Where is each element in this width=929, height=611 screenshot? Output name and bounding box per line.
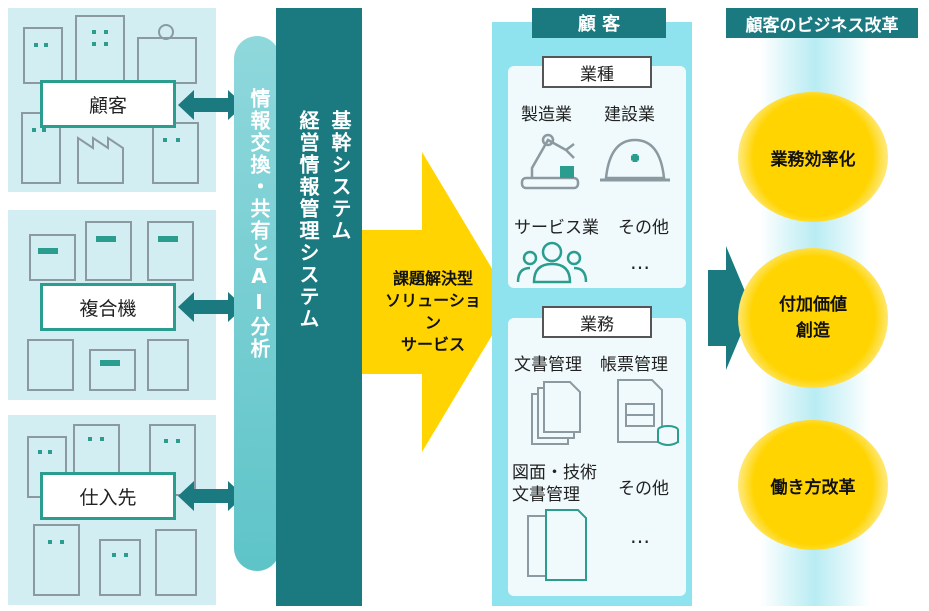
business-other: その他 [618,479,669,499]
core-system-text: 基幹システム [328,110,352,242]
business-more: … [630,524,650,548]
building-icons-supplier [27,424,197,596]
supplier-label: 仕入先 [40,472,176,520]
hard-hat-icon [600,138,670,182]
core-system-band [276,8,362,606]
mfp-label: 複合機 [40,283,176,331]
business-title: 業務 [542,306,652,338]
solution-arrow-label: 課題解決型 ソリューション サービス [385,269,481,354]
mfp-icons [27,221,194,391]
industry-service: サービス業 [514,218,599,238]
business-drawing-mgmt: 図面・技術 文書管理 [512,463,597,505]
outcome-efficiency: 業務効率化 [738,92,888,222]
transform-header: 顧客のビジネス改革 [726,8,918,38]
double-arrow-mfp [178,292,244,322]
info-share-band [234,36,280,571]
drawings-icon [527,509,587,581]
business-form-mgmt: 帳票管理 [600,355,668,375]
outcome-value-creation: 付加価値 創造 [738,248,888,388]
form-database-icon [617,379,679,446]
documents-icon [531,381,581,445]
industry-manufacturing: 製造業 [521,105,572,125]
robot-arm-icon [520,133,580,190]
double-arrow-customer [178,90,244,120]
solution-arrow [362,152,512,452]
industry-more: … [630,250,650,274]
industry-other: その他 [618,218,669,238]
customer-label: 顧客 [40,80,176,128]
double-arrow-supplier [178,481,244,511]
people-icon [516,241,588,284]
industry-title: 業種 [542,56,652,88]
business-document-mgmt: 文書管理 [514,355,582,375]
industry-construction: 建設業 [604,105,655,125]
info-share-text: 情報交換・共有とAI分析 [247,88,271,360]
customer-header: 顧 客 [532,8,666,38]
transform-arrow [708,246,752,370]
mgmt-system-text: 経営情報管理システム [296,110,320,330]
outcome-workstyle-reform: 働き方改革 [738,420,888,550]
